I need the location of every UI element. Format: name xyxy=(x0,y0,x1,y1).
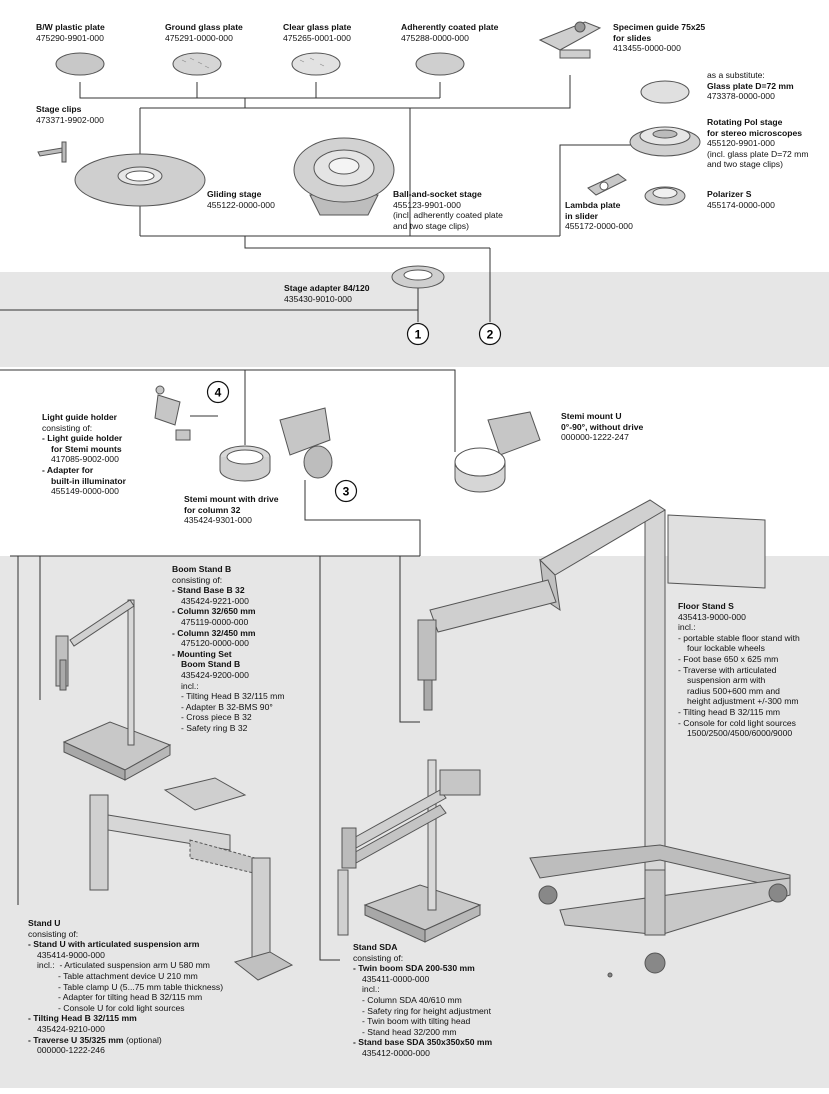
stand-u-traverse: - Traverse U 35/325 mm (optional) xyxy=(28,1034,162,1045)
label-stand-sda: Stand SDA consisting of: - Twin boom SDA… xyxy=(353,942,493,1058)
stand-sda-shape xyxy=(337,759,482,943)
ground-plate-shape xyxy=(172,52,222,76)
coated-plate-shape xyxy=(415,52,465,76)
label-boom-stand: Boom Stand B consisting of: - Stand Base… xyxy=(172,564,285,733)
stage-adapter-shape xyxy=(391,265,445,289)
stand-u-shape xyxy=(89,777,294,981)
connector-sda xyxy=(319,556,340,961)
boom-stand-shape xyxy=(55,599,172,781)
svg-text:1: 1 xyxy=(415,328,422,342)
rotating-pol-shape xyxy=(629,126,701,157)
svg-text:2: 2 xyxy=(487,328,494,342)
clear-plate-shape xyxy=(291,52,341,76)
floor-stand-shape xyxy=(417,499,791,978)
connector-stand-drop xyxy=(10,480,421,557)
light-guide-shape xyxy=(154,385,191,441)
stand-u-incl-1: incl.: - Articulated suspension arm U 58… xyxy=(37,960,210,971)
connector-specimen xyxy=(410,75,571,109)
connector-pol xyxy=(559,144,640,236)
polarizer-shape xyxy=(644,186,686,206)
callout-1: 1 xyxy=(406,322,430,346)
stemi-drive-shape xyxy=(219,407,333,482)
connector-top xyxy=(79,82,441,99)
specimen-guide-shape xyxy=(538,21,602,59)
connector-stage-drop xyxy=(139,98,411,236)
label-floor-stand: Floor Stand S 435413-9000-000 incl.: - p… xyxy=(678,601,800,739)
stage-clips-shape xyxy=(37,141,67,163)
connector-route-1 xyxy=(0,282,419,322)
connector-mounts xyxy=(0,369,456,452)
label-light-guide: Light guide holder consisting of: - Ligh… xyxy=(42,412,126,497)
connector-floor xyxy=(399,556,420,723)
svg-text:4: 4 xyxy=(215,386,222,400)
connector-stages-bottom xyxy=(140,235,560,249)
label-stand-u: Stand U consisting of: - Stand U with ar… xyxy=(28,918,224,1056)
bw-plate-shape xyxy=(55,52,105,76)
callout-3: 3 xyxy=(334,479,358,503)
callout-2: 2 xyxy=(478,322,502,346)
glass-plate-shape xyxy=(640,80,690,104)
callout-4: 4 xyxy=(206,380,230,404)
svg-text:3: 3 xyxy=(343,485,350,499)
ball-socket-shape xyxy=(293,137,395,216)
stemi-u-shape xyxy=(454,411,541,493)
gliding-stage-shape xyxy=(74,153,206,207)
lambda-plate-shape xyxy=(587,173,627,196)
